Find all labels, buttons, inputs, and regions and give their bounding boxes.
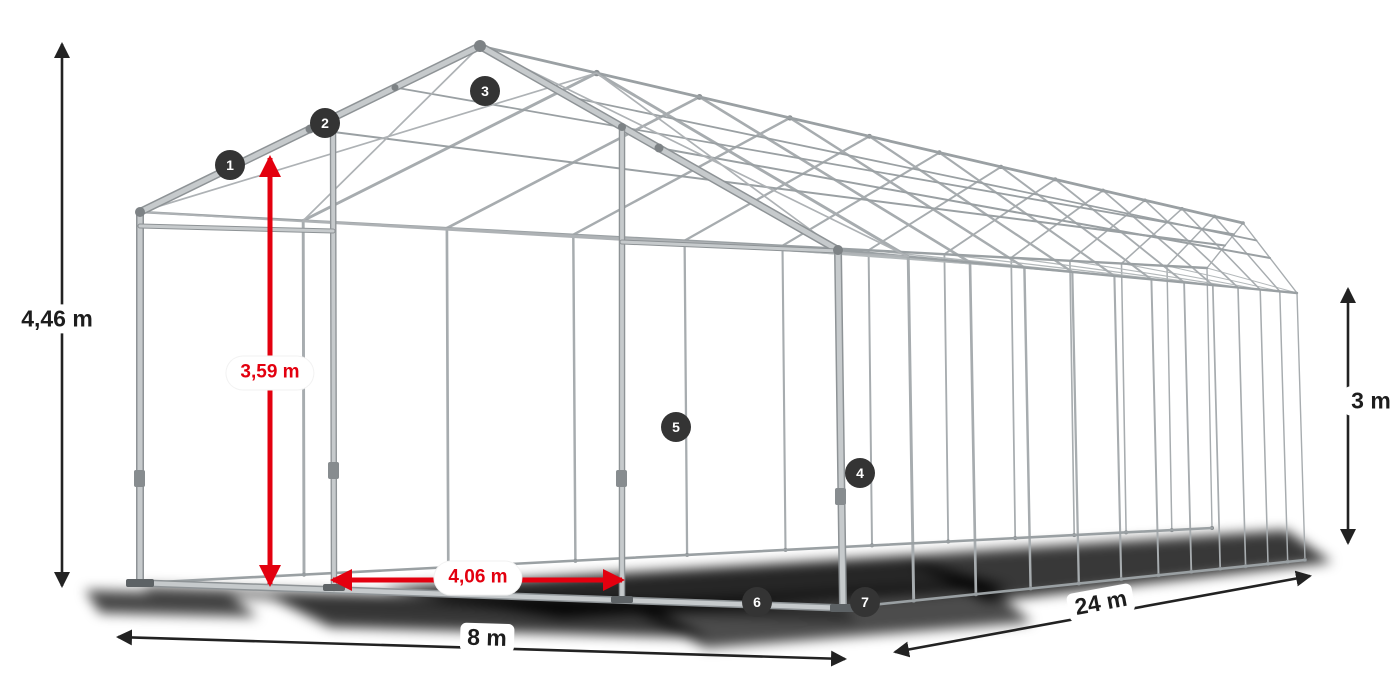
dimension-total-height-label: 4,46 m (14, 304, 100, 334)
dimension-side-height-label: 3 m (1344, 386, 1398, 416)
part-marker-1[interactable]: 1 (215, 150, 245, 180)
frame-layer (126, 40, 1307, 612)
dimension-passage-width-label: 4,06 m (434, 561, 522, 595)
part-marker-2[interactable]: 2 (310, 108, 340, 138)
part-marker-3[interactable]: 3 (470, 76, 500, 106)
part-marker-5[interactable]: 5 (661, 412, 691, 442)
dimension-width-label: 8 m (459, 622, 515, 654)
part-marker-4[interactable]: 4 (845, 458, 875, 488)
part-marker-7[interactable]: 7 (850, 587, 880, 617)
dimension-clearance-height-label: 3,59 m (226, 356, 314, 390)
part-marker-6[interactable]: 6 (742, 587, 772, 617)
